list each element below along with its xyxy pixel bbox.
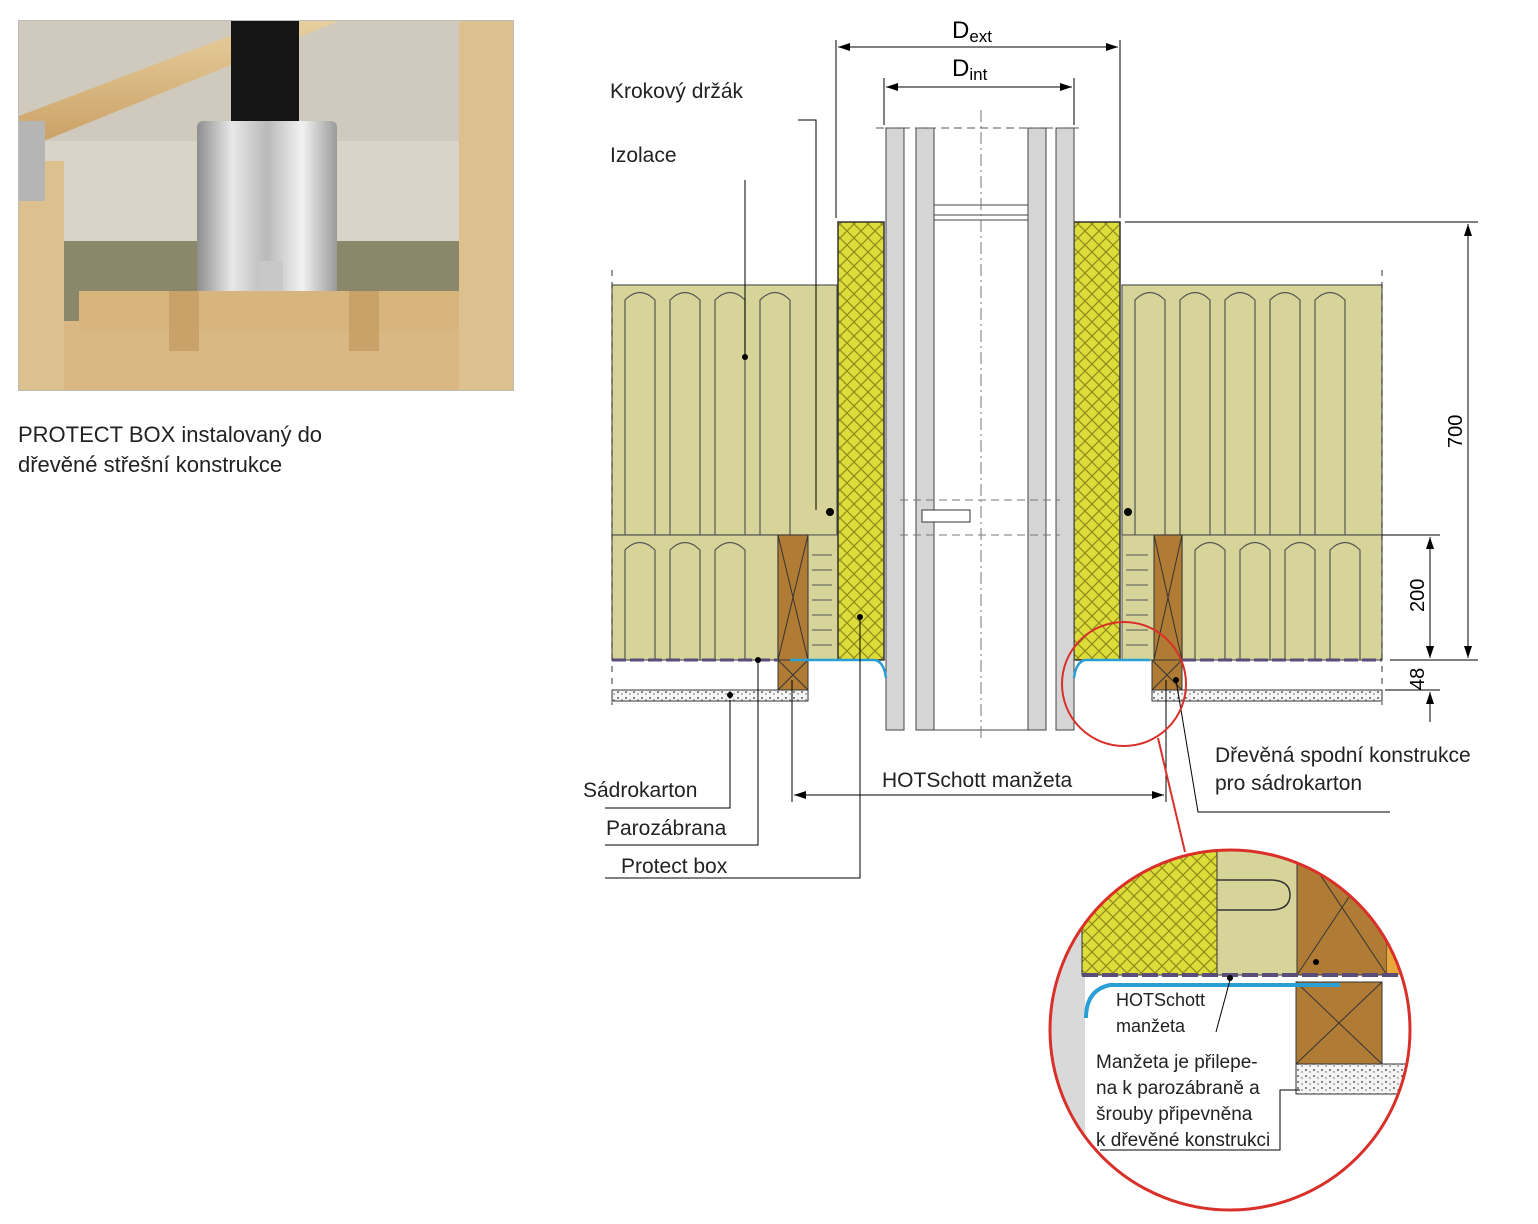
label-drevena-line2: pro sádrokarton: [1215, 772, 1362, 795]
dim-700: 700: [1445, 415, 1467, 448]
label-krokovy-drzak: Krokový držák: [610, 80, 744, 103]
caption-line1: PROTECT BOX instalovaný do: [18, 422, 323, 447]
label-sadrokarton: Sádrokarton: [583, 779, 697, 802]
wood-batten-left: [777, 534, 809, 691]
photo-illustration: [19, 21, 513, 390]
detail-callout: HOTSchott manžeta Manžeta je přilepe- na…: [1048, 848, 1412, 1212]
plasterboard-left: [611, 689, 809, 702]
callout-small-circle: [1061, 621, 1187, 747]
detail-note-line2: na k parozábraně a: [1096, 1078, 1260, 1099]
dim-ext-label: Dext: [952, 17, 992, 46]
photo-caption: PROTECT BOX instalovaný do dřevěné střeš…: [18, 420, 438, 480]
detail-note-line1: Manžeta je přilepe-: [1096, 1052, 1258, 1073]
detail-note-line3: šrouby připevněna: [1096, 1104, 1253, 1125]
insulation-right-upper: [1121, 284, 1383, 536]
insulation-right-lower: [1181, 534, 1383, 661]
hotschott-right: [1072, 658, 1150, 679]
label-drevena-line1: Dřevěná spodní konstrukce: [1215, 744, 1471, 767]
hotschott-left: [790, 658, 888, 679]
label-hotschott: HOTSchott manžeta: [882, 769, 1073, 792]
insulation-left-upper: [611, 284, 838, 536]
insulation-left-lower: [611, 534, 779, 661]
caption-line2: dřevěné střešní konstrukce: [18, 452, 283, 477]
dim-int-label: Dint: [952, 55, 988, 84]
insulation-fold-right: [1121, 534, 1155, 661]
protect-box-right: [1073, 221, 1121, 661]
protect-box-left: [837, 221, 885, 661]
dim-48: 48: [1407, 668, 1429, 690]
label-parozabrana: Parozábrana: [606, 817, 727, 840]
detail-hotschott-line1: HOTSchott: [1116, 990, 1205, 1010]
detail-note-line4: k dřevěné konstrukci: [1096, 1130, 1270, 1151]
label-protect-box: Protect box: [621, 855, 728, 878]
wood-batten-right: [1151, 534, 1183, 691]
callout-large-circle: [1048, 848, 1412, 1212]
dim-200: 200: [1407, 579, 1429, 612]
insulation-fold-left: [807, 534, 839, 661]
label-izolace: Izolace: [610, 144, 677, 167]
detail-hotschott-line2: manžeta: [1116, 1016, 1186, 1036]
chimney-pipe: [876, 110, 1084, 740]
installation-photo: [18, 20, 514, 391]
